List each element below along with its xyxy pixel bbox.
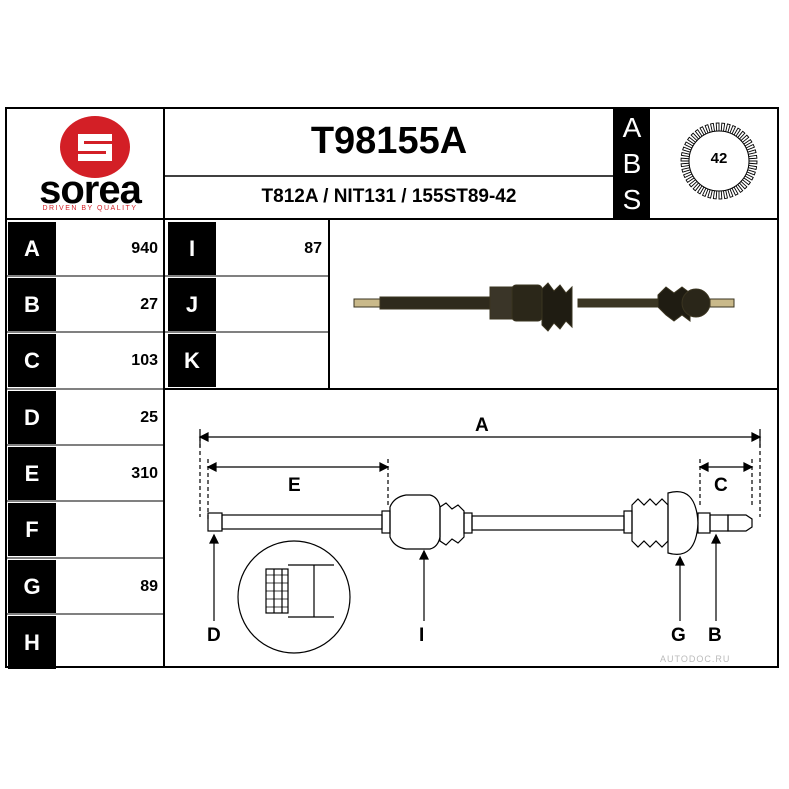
spec-label-i: I bbox=[168, 222, 216, 275]
spec-value-i: 87 bbox=[304, 240, 322, 257]
abs-letter-b: B bbox=[622, 148, 642, 179]
spec-label-f: F bbox=[8, 503, 56, 556]
spec-label-d: D bbox=[8, 391, 56, 444]
dim-label-d: D bbox=[207, 625, 221, 646]
cross-references: T812A / NIT131 / 155ST89-42 bbox=[261, 186, 517, 207]
part-number: T98155A bbox=[310, 120, 468, 162]
spec-value-c: 103 bbox=[131, 352, 158, 369]
brand-tagline: DRIVEN BY QUALITY bbox=[42, 205, 138, 212]
dim-label-b: B bbox=[708, 625, 722, 646]
sorea-emblem-icon bbox=[60, 116, 130, 178]
spec-label-g: G bbox=[8, 560, 56, 613]
spec-value-d: 25 bbox=[140, 409, 158, 426]
dim-label-e: E bbox=[288, 475, 301, 496]
spec-value-b: 27 bbox=[140, 296, 158, 313]
driveshaft-photo bbox=[353, 282, 735, 332]
brand-logo: sorea DRIVEN BY QUALITY bbox=[6, 108, 164, 219]
spec-label-b: B bbox=[8, 278, 56, 331]
dimension-drawing bbox=[198, 429, 762, 654]
spec-value-e: 310 bbox=[131, 465, 158, 482]
dim-label-i: I bbox=[419, 625, 425, 646]
brand-name: sorea bbox=[39, 168, 142, 212]
dim-label-c: C bbox=[714, 475, 728, 496]
spec-label-e: E bbox=[8, 447, 56, 500]
spec-value-a: 940 bbox=[131, 240, 158, 257]
spec-label-h: H bbox=[8, 616, 56, 669]
dim-label-a: A bbox=[475, 415, 489, 436]
spec-label-j: J bbox=[168, 278, 216, 331]
abs-letter-s: S bbox=[622, 184, 642, 215]
abs-letter-a: A bbox=[622, 112, 642, 143]
spec-label-a: A bbox=[8, 222, 56, 275]
abs-ring-icon bbox=[680, 122, 758, 200]
abs-teeth-count: 42 bbox=[710, 150, 728, 167]
spec-label-k: K bbox=[168, 334, 216, 387]
spec-label-c: C bbox=[8, 334, 56, 387]
dim-label-g: G bbox=[671, 625, 686, 646]
watermark: AUTODOC.RU bbox=[660, 654, 731, 664]
abs-label-box: A B S bbox=[614, 108, 650, 219]
spec-value-g: 89 bbox=[140, 578, 158, 595]
